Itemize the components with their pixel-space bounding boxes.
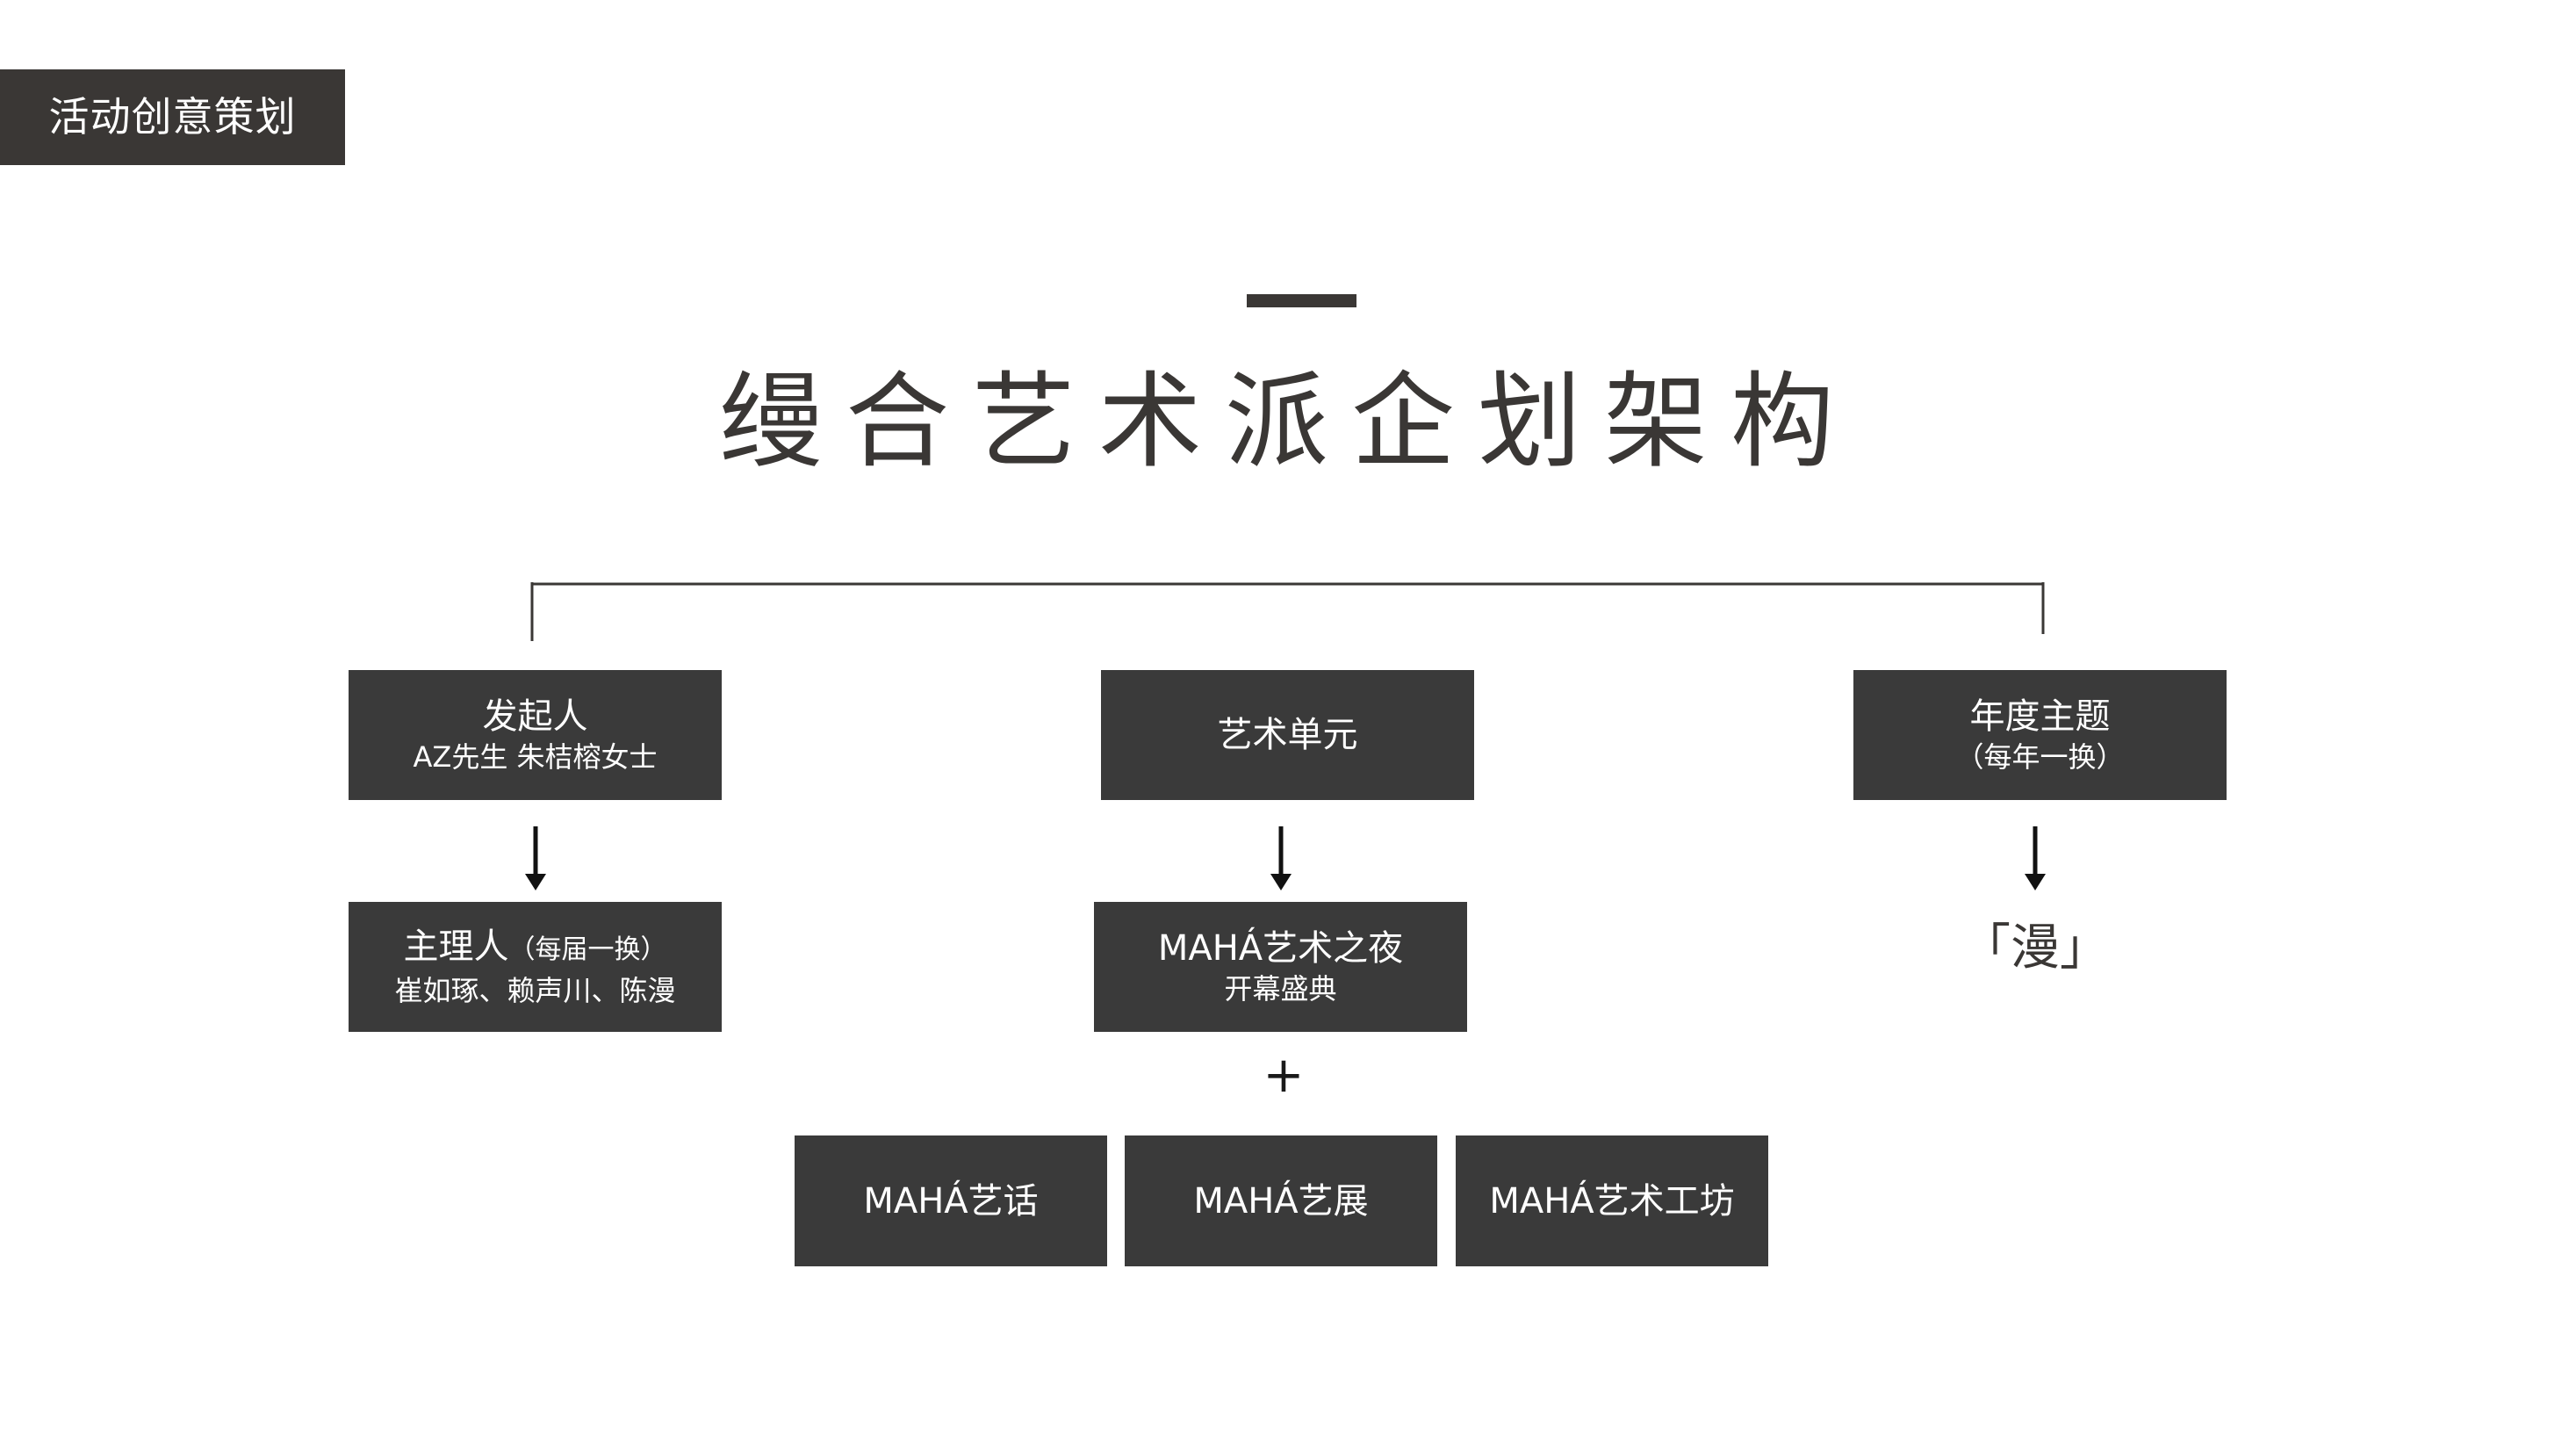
page-title: 缦合艺术派企划架构 [718, 361, 1857, 482]
art-unit-box: 艺术单元 [1101, 670, 1474, 800]
exhibition-title: MAHÁ艺展 [1193, 1180, 1369, 1222]
talk-title: MAHÁ艺话 [863, 1180, 1039, 1222]
art-night-subtitle: 开幕盛典 [1224, 972, 1337, 1006]
arrow-founder-to-host-head [525, 874, 546, 890]
annual-theme-note: （每年一换） [1955, 740, 2125, 774]
top-bracket [530, 582, 2045, 641]
arrow-theme-to-word-head [2025, 874, 2046, 890]
host-names: 崔如琢、赖声川、陈漫 [394, 974, 676, 1007]
exhibition-box: MAHÁ艺展 [1125, 1135, 1437, 1266]
host-box: 主理人（每届一换） 崔如琢、赖声川、陈漫 [349, 902, 722, 1032]
workshop-box: MAHÁ艺术工坊 [1456, 1135, 1768, 1266]
annual-theme-box: 年度主题 （每年一换） [1853, 670, 2227, 800]
host-title: 主理人 [403, 926, 509, 967]
host-title-note: （每届一换） [508, 934, 667, 965]
theme-word: 「漫」 [1961, 919, 2109, 977]
plus-sign: + [1263, 1047, 1305, 1104]
down-arrows [525, 826, 2046, 890]
workshop-title: MAHÁ艺术工坊 [1489, 1180, 1735, 1222]
art-unit-title: 艺术单元 [1217, 715, 1358, 755]
founder-title: 发起人 [482, 696, 588, 737]
host-title-line: 主理人（每届一换） [404, 925, 667, 972]
art-night-box: MAHÁ艺术之夜 开幕盛典 [1094, 902, 1467, 1032]
art-night-title: MAHÁ艺术之夜 [1157, 928, 1404, 969]
section-tag: 活动创意策划 [0, 69, 345, 165]
founder-box: 发起人 AZ先生 朱桔榕女士 [349, 670, 722, 800]
founder-names: AZ先生 朱桔榕女士 [413, 740, 658, 774]
annual-theme-title: 年度主题 [1969, 696, 2111, 737]
title-dash [1247, 294, 1356, 307]
talk-box: MAHÁ艺话 [795, 1135, 1107, 1266]
arrow-art-unit-to-night-head [1270, 874, 1292, 890]
